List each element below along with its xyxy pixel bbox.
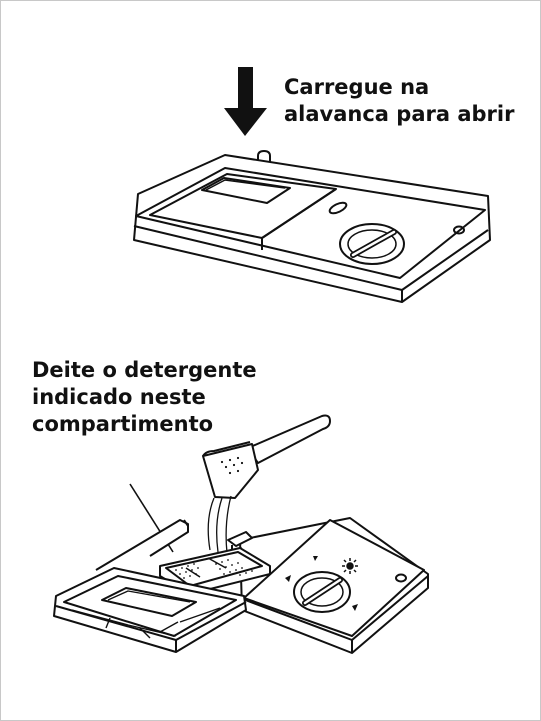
down-arrow-icon <box>224 67 267 136</box>
closed-dispenser <box>133 150 491 303</box>
open-lever-instruction-line-2: alavanca para abrir <box>284 102 515 126</box>
dispenser-slot <box>328 201 348 215</box>
dispenser-window <box>201 177 291 204</box>
open-lever-instruction-line-1: Carregue na <box>284 75 430 99</box>
detergent-instruction-line-3: compartimento <box>32 412 214 436</box>
detergent-instruction: Deite o detergente indicado neste compar… <box>32 357 312 438</box>
compartment-powder-dots <box>175 559 253 579</box>
open-dispenser <box>53 517 429 654</box>
detergent-compartment <box>159 547 271 595</box>
open-lever-instruction: Carregue na alavanca para abrir <box>284 74 534 128</box>
sun-icon <box>342 558 358 574</box>
rinse-aid-dial[interactable] <box>339 223 405 265</box>
open-lid <box>53 567 247 653</box>
detergent-instruction-line-1: Deite o detergente <box>32 358 257 382</box>
powder-dots <box>220 456 244 475</box>
powder-stream <box>207 495 232 554</box>
rinse-aid-dial-open[interactable] <box>293 571 351 613</box>
detergent-scoop <box>202 414 331 499</box>
dial-markers <box>285 556 358 611</box>
detergent-instruction-line-2: indicado neste <box>32 385 206 409</box>
